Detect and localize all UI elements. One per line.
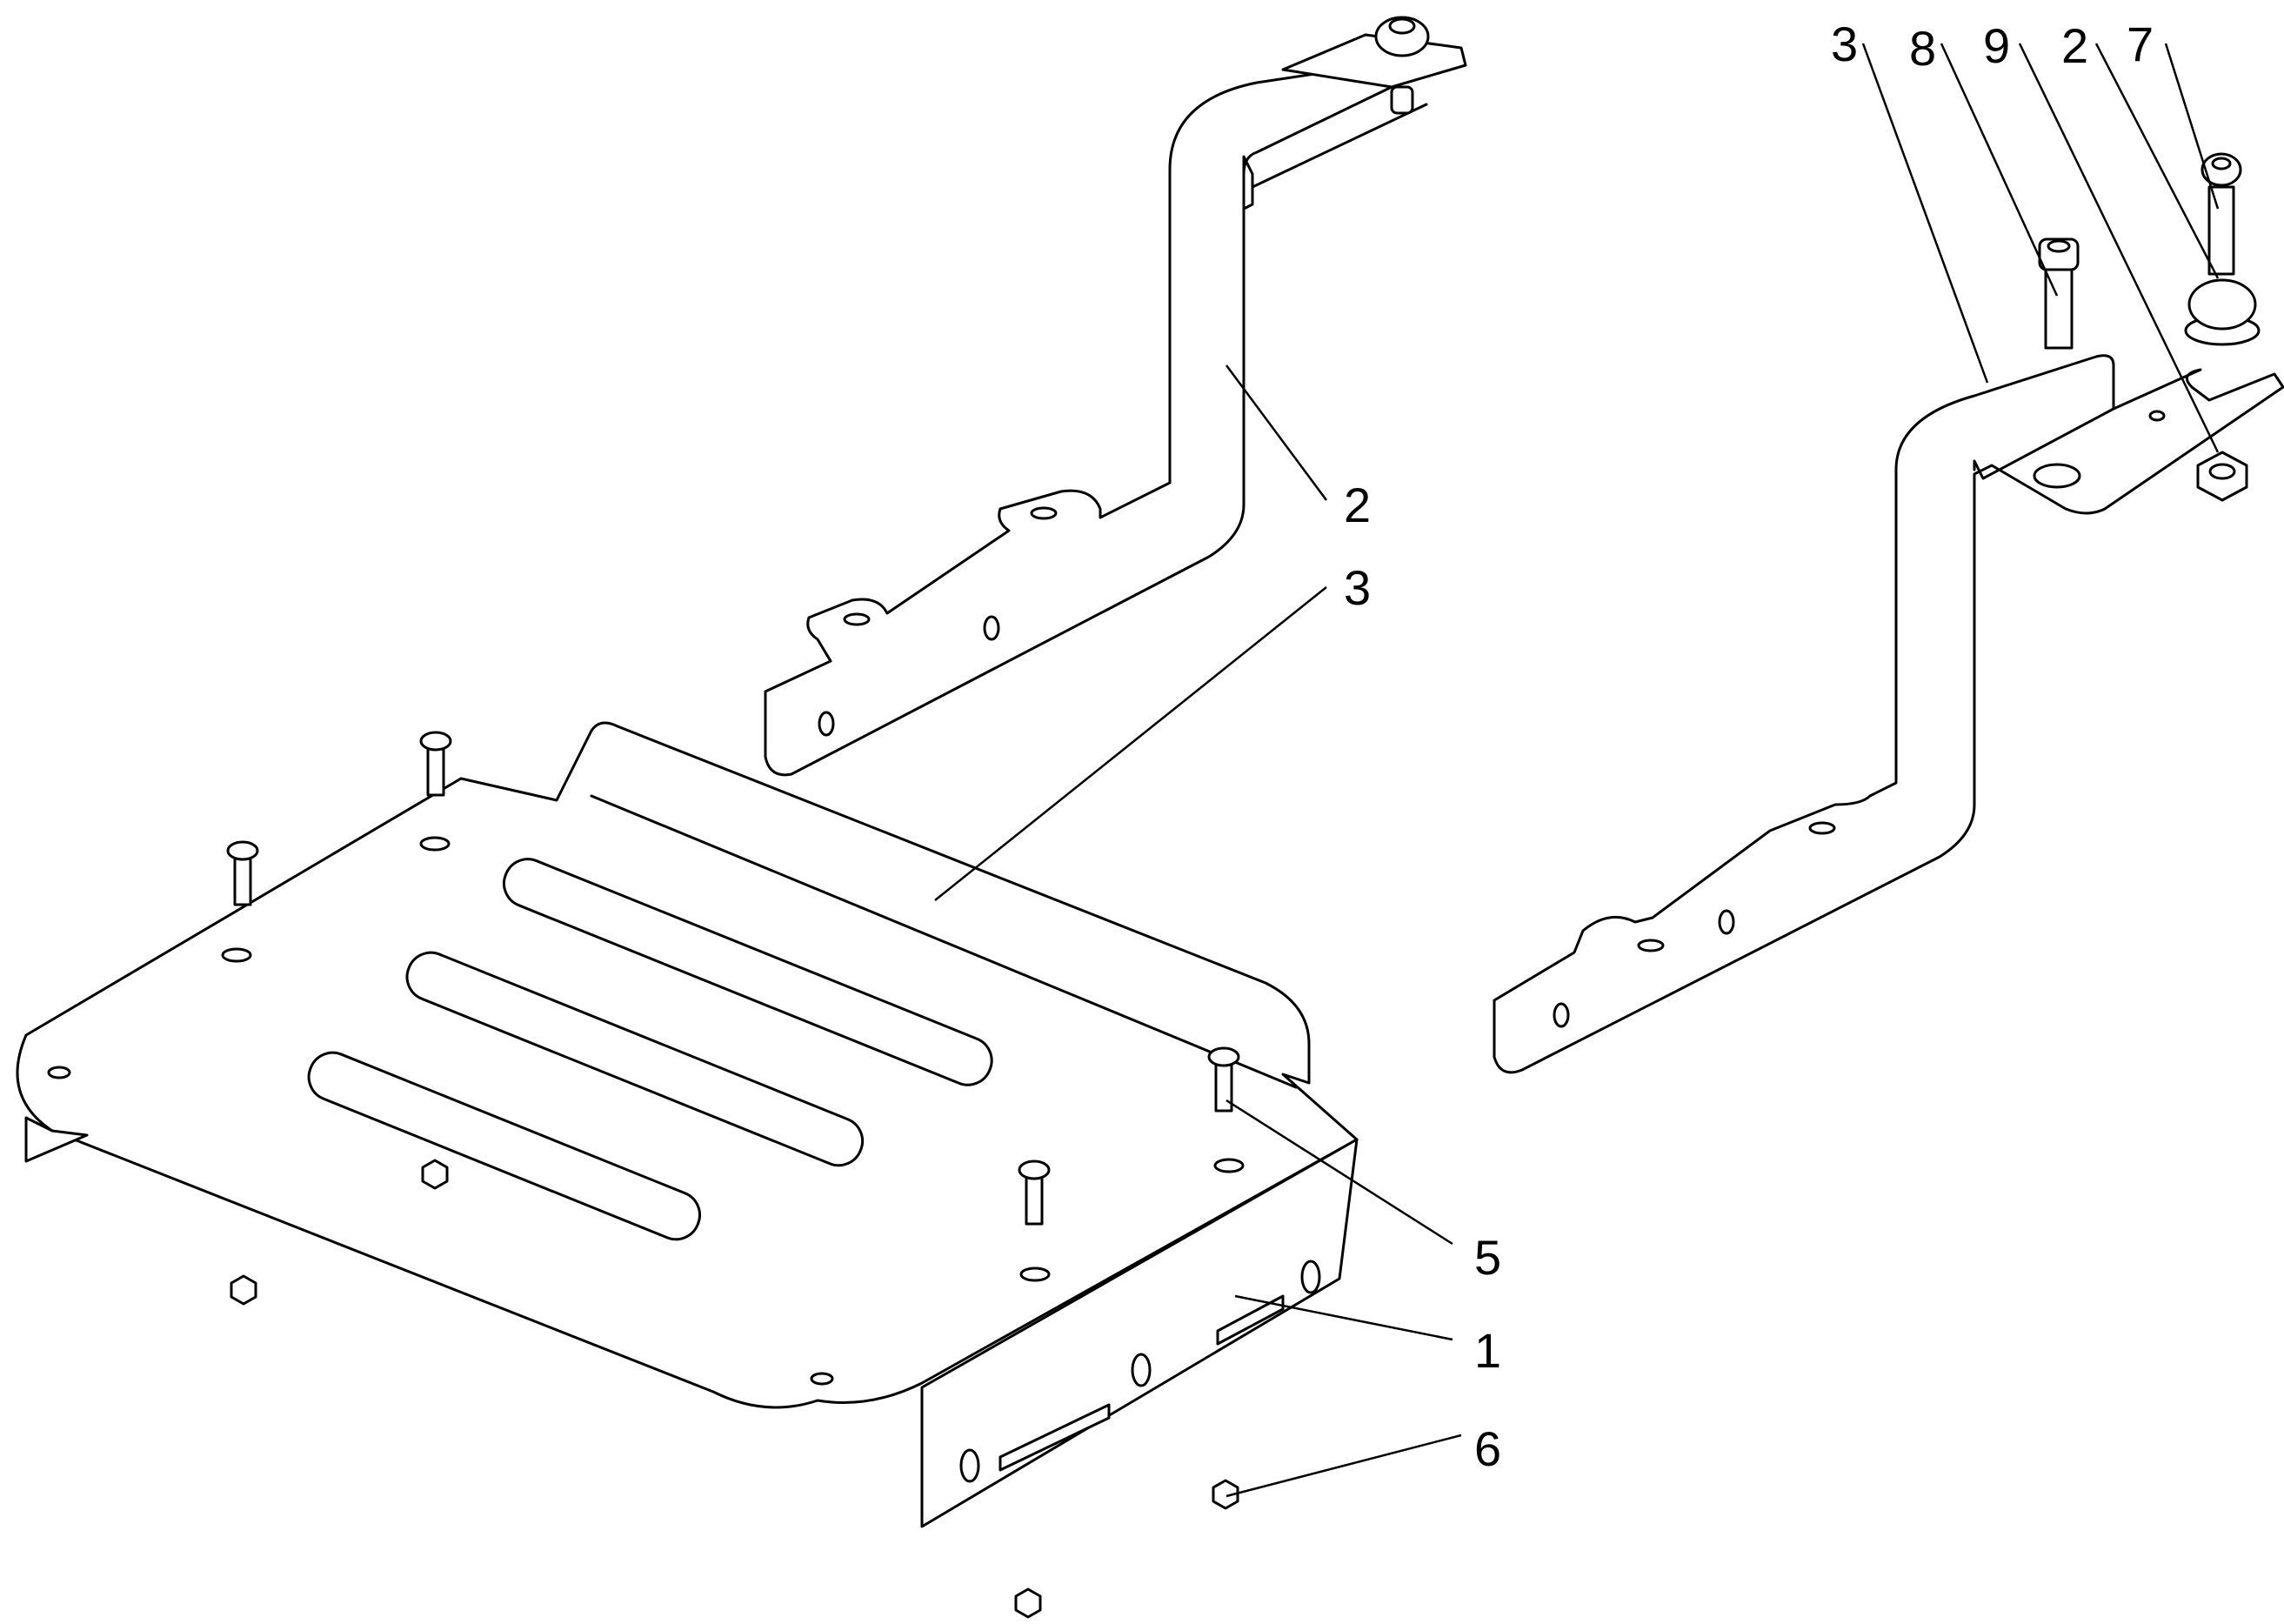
nut-part-9: [2196, 451, 2248, 502]
callout-9: 9: [1983, 18, 2010, 73]
right-bracket-part-3: [1493, 354, 2284, 1074]
callout-2-grommet: 2: [2061, 18, 2088, 73]
callout-3-base-plate: 3: [1344, 560, 1371, 615]
screw-part-7: [2201, 152, 2242, 276]
callout-7: 7: [2127, 17, 2154, 71]
nut-part-6: [230, 1159, 1239, 1619]
base-plate: [16, 721, 1359, 1528]
callout-3-right-bracket: 3: [1831, 17, 1858, 71]
leader-lines: [934, 43, 2220, 1498]
callout-1: 1: [1474, 1323, 1501, 1378]
callout-2-left-bracket: 2: [1344, 478, 1371, 532]
callout-5: 5: [1474, 1230, 1501, 1285]
left-bracket-part-2: [764, 16, 1467, 777]
callout-6: 6: [1474, 1421, 1501, 1476]
screw-part-8: [2038, 237, 2080, 350]
callout-8: 8: [1909, 21, 1936, 76]
rubber-grommet-part-2: [2184, 278, 2261, 346]
bolt-part-5: [226, 731, 1240, 1226]
